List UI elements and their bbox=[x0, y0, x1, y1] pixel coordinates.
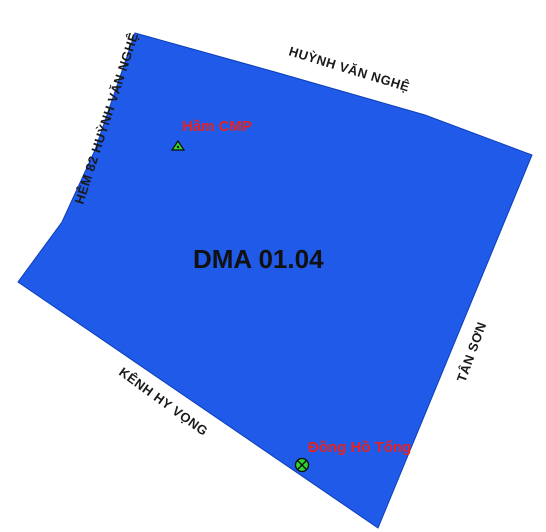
poi-ham-cmp[interactable]: Hầm CMP bbox=[170, 118, 252, 151]
dma-zone-polygon[interactable] bbox=[17, 32, 533, 529]
triangle-marker-dot bbox=[176, 145, 180, 149]
triangle-marker-icon[interactable] bbox=[170, 139, 186, 151]
dma-zone-label: DMA 01.04 bbox=[193, 244, 324, 274]
cross-line-b bbox=[297, 460, 307, 470]
poi-label-ham-cmp: Hầm CMP bbox=[182, 118, 252, 135]
poi-label-dong-ho-tong: Đồng Hồ Tổng bbox=[308, 439, 411, 456]
poi-dong-ho-tong[interactable]: Đồng Hồ Tổng bbox=[294, 439, 412, 473]
